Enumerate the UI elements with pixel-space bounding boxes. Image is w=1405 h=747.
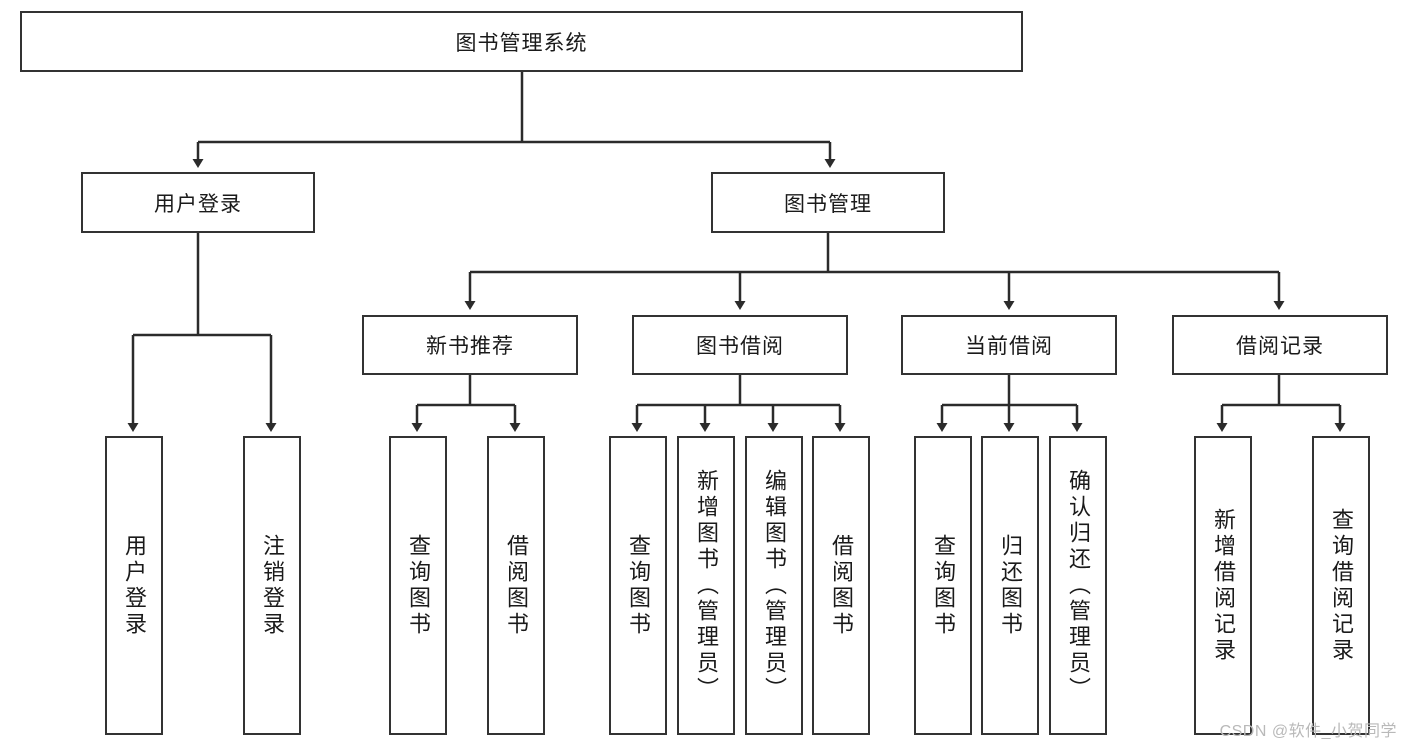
leaf-borrow-books-recommendation[interactable]: 借阅图书 <box>487 436 545 735</box>
leaf-query-books-current[interactable]: 查询图书 <box>914 436 972 735</box>
node-label: 借阅记录 <box>1236 335 1324 358</box>
node-user-login[interactable]: 用户登录 <box>81 172 315 233</box>
leaf-return-books[interactable]: 归还图书 <box>981 436 1039 735</box>
node-label: 查询借阅记录 <box>1329 507 1354 664</box>
node-label: 图书管理 <box>784 192 872 216</box>
node-label: 确认归还（管理员） <box>1066 468 1091 703</box>
node-label: 查询图书 <box>931 533 956 638</box>
node-label: 归还图书 <box>998 533 1023 638</box>
leaf-borrow-books-borrowing[interactable]: 借阅图书 <box>812 436 870 735</box>
node-current-borrowing[interactable]: 当前借阅 <box>901 315 1117 375</box>
leaf-user-login[interactable]: 用户登录 <box>105 436 163 735</box>
node-label: 借阅图书 <box>504 533 529 638</box>
watermark: CSDN @软件_小贺同学 <box>1219 723 1397 740</box>
node-label: 编辑图书（管理员） <box>762 468 787 703</box>
node-book-borrowing[interactable]: 图书借阅 <box>632 315 848 375</box>
node-label: 图书借阅 <box>696 335 784 358</box>
node-label: 新增图书（管理员） <box>694 468 719 703</box>
node-label: 用户登录 <box>122 533 147 638</box>
node-label: 图书管理系统 <box>455 31 588 55</box>
node-label: 借阅图书 <box>829 533 854 638</box>
node-label: 新书推荐 <box>426 335 514 358</box>
leaf-query-books-recommendation[interactable]: 查询图书 <box>389 436 447 735</box>
leaf-add-borrow-record[interactable]: 新增借阅记录 <box>1194 436 1252 735</box>
node-label: 查询图书 <box>626 533 651 638</box>
node-book-management[interactable]: 图书管理 <box>711 172 945 233</box>
leaf-confirm-return-admin[interactable]: 确认归还（管理员） <box>1049 436 1107 735</box>
node-label: 查询图书 <box>406 533 431 638</box>
leaf-query-borrow-record[interactable]: 查询借阅记录 <box>1312 436 1370 735</box>
node-label: 注销登录 <box>260 533 285 638</box>
node-label: 新增借阅记录 <box>1211 507 1236 664</box>
leaf-add-book-admin[interactable]: 新增图书（管理员） <box>677 436 735 735</box>
node-root-book-management-system[interactable]: 图书管理系统 <box>20 11 1023 72</box>
leaf-logout[interactable]: 注销登录 <box>243 436 301 735</box>
leaf-query-books-borrowing[interactable]: 查询图书 <box>609 436 667 735</box>
node-new-book-recommendation[interactable]: 新书推荐 <box>362 315 578 375</box>
node-borrow-records[interactable]: 借阅记录 <box>1172 315 1388 375</box>
leaf-edit-book-admin[interactable]: 编辑图书（管理员） <box>745 436 803 735</box>
node-label: 当前借阅 <box>965 335 1053 358</box>
node-label: 用户登录 <box>154 192 242 216</box>
